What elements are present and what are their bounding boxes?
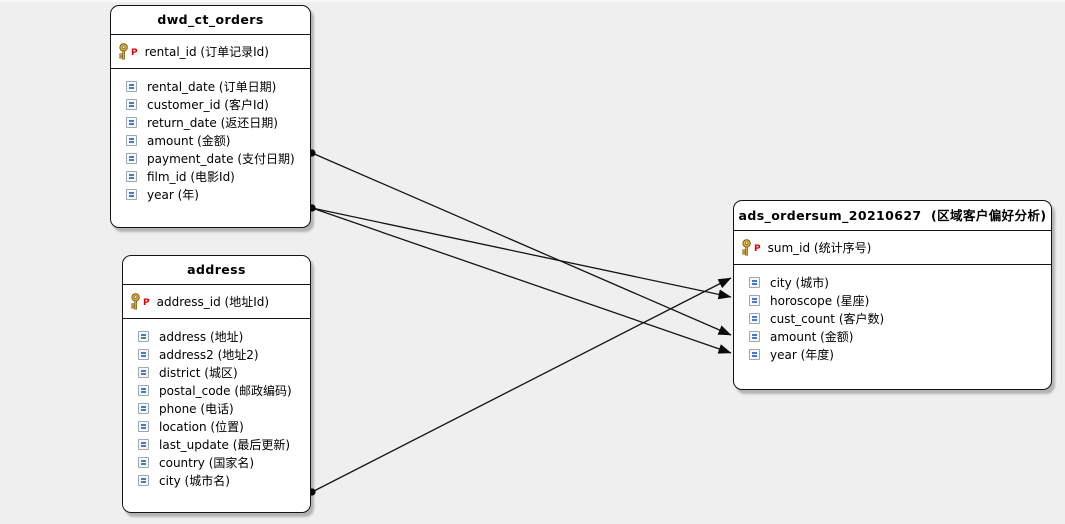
column-icon <box>126 134 137 146</box>
primary-key-p-marker: P <box>143 298 150 308</box>
field-row[interactable]: customer_id (客户Id) <box>111 95 310 113</box>
column-icon <box>749 276 760 288</box>
field-row[interactable]: rental_date (订单日期) <box>111 77 310 95</box>
table-address[interactable]: address P address_id (地址Id) address (地址)… <box>122 255 311 513</box>
field-list: address (地址) address2 (地址2) district (城区… <box>123 319 310 514</box>
primary-key-label: address_id (地址Id) <box>156 295 270 309</box>
field-row[interactable]: postal_code (邮政编码) <box>123 381 310 399</box>
field-label: payment_date (支付日期) <box>147 151 295 166</box>
field-row[interactable]: cust_count (客户数) <box>734 309 1051 327</box>
table-title: dwd_ct_orders <box>111 6 310 35</box>
column-icon <box>126 80 137 92</box>
field-row[interactable]: country (国家名) <box>123 453 310 471</box>
field-list: rental_date (订单日期) customer_id (客户Id) re… <box>111 69 310 229</box>
field-label: amount (金额) <box>147 133 231 148</box>
field-row[interactable]: film_id (电影Id) <box>111 167 310 185</box>
column-icon <box>138 438 149 450</box>
column-icon <box>749 294 760 306</box>
primary-key-p-marker: P <box>131 48 138 58</box>
table-title: address <box>123 256 310 285</box>
field-label: last_update (最后更新) <box>159 437 291 452</box>
field-label: film_id (电影Id) <box>147 169 235 184</box>
primary-key-p-marker: P <box>754 244 761 254</box>
column-icon <box>138 366 149 378</box>
table-dwd-ct-orders[interactable]: dwd_ct_orders P rental_id (订单记录Id) renta… <box>110 5 311 228</box>
field-label: year (年) <box>147 187 199 202</box>
column-icon <box>138 456 149 468</box>
column-icon <box>126 152 137 164</box>
column-icon <box>749 348 760 360</box>
field-label: address2 (地址2) <box>159 347 259 362</box>
field-row[interactable]: return_date (返还日期) <box>111 113 310 131</box>
field-row[interactable]: year (年度) <box>734 345 1051 363</box>
field-row[interactable]: last_update (最后更新) <box>123 435 310 453</box>
column-icon <box>749 312 760 324</box>
field-list: city (城市) horoscope (星座) cust_count (客户数… <box>734 265 1051 391</box>
column-icon <box>138 348 149 360</box>
table-title: ads_ordersum_20210627 (区域客户偏好分析) <box>734 201 1051 231</box>
field-label: amount (金额) <box>770 329 854 344</box>
relationship-line-dwd_ct_orders-to-ads_ordersum_20210627[interactable] <box>311 207 732 354</box>
field-row[interactable]: payment_date (支付日期) <box>111 149 310 167</box>
field-row[interactable]: amount (金额) <box>734 327 1051 345</box>
field-row[interactable]: city (城市) <box>734 273 1051 291</box>
field-label: rental_date (订单日期) <box>147 79 277 94</box>
field-label: phone (电话) <box>159 401 234 416</box>
field-label: customer_id (客户Id) <box>147 97 269 112</box>
field-row[interactable]: year (年) <box>111 185 310 203</box>
field-label: district (城区) <box>159 365 238 380</box>
field-label: cust_count (客户数) <box>770 311 885 326</box>
relationship-line-dwd_ct_orders-to-ads_ordersum_20210627[interactable] <box>311 207 732 300</box>
field-label: location (位置) <box>159 419 244 434</box>
table-ads-ordersum-20210627[interactable]: ads_ordersum_20210627 (区域客户偏好分析) P sum_i… <box>733 200 1052 390</box>
field-label: city (城市名) <box>159 473 230 488</box>
primary-key-row[interactable]: P address_id (地址Id) <box>123 285 310 319</box>
column-icon <box>138 330 149 342</box>
primary-key-row[interactable]: P rental_id (订单记录Id) <box>111 35 310 69</box>
field-label: address (地址) <box>159 329 244 344</box>
field-row[interactable]: location (位置) <box>123 417 310 435</box>
relationship-line-address-to-ads_ordersum_20210627[interactable] <box>311 277 732 493</box>
primary-key-icon: P <box>741 239 761 256</box>
field-row[interactable]: phone (电话) <box>123 399 310 417</box>
field-row[interactable]: address2 (地址2) <box>123 345 310 363</box>
primary-key-label: rental_id (订单记录Id) <box>144 45 269 59</box>
primary-key-icon: P <box>130 293 150 310</box>
field-label: return_date (返还日期) <box>147 115 278 130</box>
column-icon <box>126 116 137 128</box>
field-row[interactable]: address (地址) <box>123 327 310 345</box>
field-label: city (城市) <box>770 275 829 290</box>
field-row[interactable]: horoscope (星座) <box>734 291 1051 309</box>
field-label: year (年度) <box>770 347 834 362</box>
column-icon <box>749 330 760 342</box>
primary-key-label: sum_id (统计序号) <box>767 241 872 255</box>
column-icon <box>138 474 149 486</box>
column-icon <box>126 170 137 182</box>
field-row[interactable]: district (城区) <box>123 363 310 381</box>
column-icon <box>138 420 149 432</box>
column-icon <box>126 188 137 200</box>
column-icon <box>126 98 137 110</box>
field-label: postal_code (邮政编码) <box>159 383 292 398</box>
column-icon <box>138 384 149 396</box>
field-label: country (国家名) <box>159 455 255 470</box>
primary-key-row[interactable]: P sum_id (统计序号) <box>734 231 1051 265</box>
field-label: horoscope (星座) <box>770 293 870 308</box>
field-row[interactable]: amount (金额) <box>111 131 310 149</box>
relationship-line-dwd_ct_orders-to-ads_ordersum_20210627[interactable] <box>311 152 732 336</box>
primary-key-icon: P <box>118 43 138 60</box>
field-row[interactable]: city (城市名) <box>123 471 310 489</box>
column-icon <box>138 402 149 414</box>
